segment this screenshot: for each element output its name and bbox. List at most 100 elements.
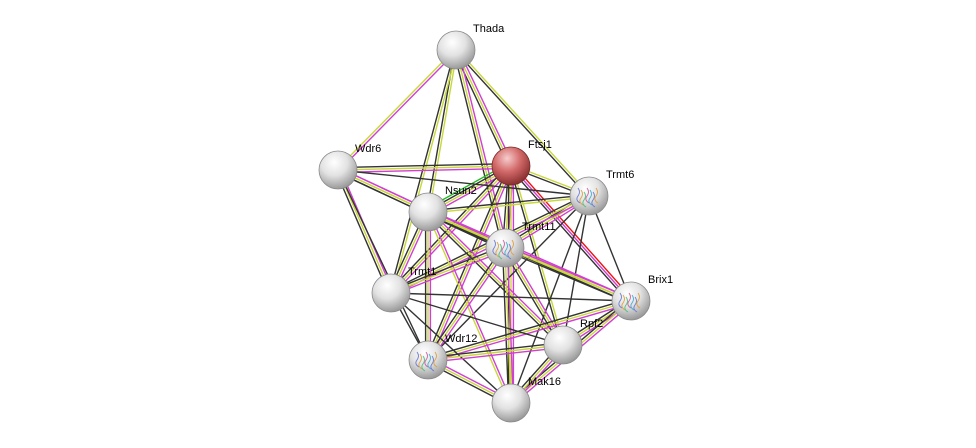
node-thada[interactable]: Thada [436,23,505,70]
edge-line-experiments [429,209,566,344]
edge-line-experiments [506,247,515,403]
protein-structure-icon [415,351,438,372]
edge-line-experiments [391,249,507,296]
node-wdr6[interactable]: Wdr6 [318,143,381,190]
edge-line-coexpression [335,170,390,295]
edge-brix1-trmt1[interactable] [390,292,632,302]
node-label: Trmt11 [522,221,556,233]
node-sphere [569,176,609,216]
edge-line-textmining [426,212,511,404]
edge-line-coexpression [427,194,589,212]
node-label: Brix1 [648,274,673,286]
edge-line-coexpression [510,195,590,404]
node-trmt11[interactable]: Trmt11 [485,221,556,268]
node-label: Wdr12 [445,333,477,345]
edge-line-coexpression [425,246,504,360]
node-sphere [485,228,525,268]
edge-line-experiments [428,346,564,364]
edge-line-experiments [392,167,514,296]
edge-nsun2-mak16[interactable] [426,211,513,404]
edge-trmt6-nsun2[interactable] [427,194,590,214]
edge-brix1-wdr12[interactable] [427,298,632,363]
node-label: Thada [473,23,505,35]
edge-line-coexpression [509,166,563,346]
node-sphere [491,383,531,423]
node-trmt6[interactable]: Trmt6 [569,169,634,216]
edge-nsun2-wdr12[interactable] [424,212,432,360]
node-ftsj1[interactable]: Ftsj1 [491,139,552,186]
node-sphere [543,325,583,365]
protein-structure-icon [576,187,599,208]
node-brix1[interactable]: Brix1 [611,274,673,321]
node-label: Rpf2 [580,318,603,330]
edge-line-coexpression [389,245,505,292]
edge-line-experiments [505,245,633,300]
node-label: Mak16 [528,376,561,388]
edge-line-textmining [428,50,458,213]
edge-line-textmining [427,300,632,361]
edge-trmt11-brix1[interactable] [503,245,633,304]
node-sphere [318,150,358,190]
edge-trmt1-rpf2[interactable] [390,292,564,346]
edge-line-experiments [428,211,513,403]
edge-thada-trmt6[interactable] [454,48,591,198]
protein-structure-icon [618,292,641,313]
edge-line-textmining [456,48,591,196]
edge-line-textmining [455,49,506,249]
node-wdr12[interactable]: Wdr12 [408,333,477,380]
edge-line-coexpression [454,50,589,198]
edge-line-textmining [455,49,512,167]
edge-line-experiments [338,50,458,172]
edge-wdr6-wdr12[interactable] [337,169,429,361]
edge-line-coexpression [390,292,512,404]
edge-line-coexpression [390,292,632,302]
node-label: Trmt6 [606,169,634,181]
edge-line-textmining [427,247,506,361]
edge-trmt6-mak16[interactable] [510,195,590,404]
protein-structure-icon [492,239,515,260]
edge-line-coexpression [503,249,631,304]
edge-line-textmining [511,165,565,345]
edge-line-experiments [457,49,509,248]
edge-line-textmining [427,344,564,361]
edge-line-coexpression [390,292,564,346]
node-sphere [611,281,651,321]
node-label: Trmt1 [408,266,436,278]
edge-line-coexpression [389,49,456,293]
edge-trmt11-trmt1[interactable] [389,245,507,296]
edge-thada-trmt1[interactable] [389,49,458,294]
edge-thada-wdr6[interactable] [336,48,458,172]
edge-ftsj1-rpf2[interactable] [509,165,565,346]
node-label: Nsun2 [445,185,477,197]
edge-line-coexpression [337,169,429,361]
edge-trmt1-mak16[interactable] [390,292,512,404]
edge-line-experiments [338,167,512,174]
node-sphere [371,273,411,313]
edge-line-experiments [457,48,514,166]
edge-line-textmining [427,211,564,346]
edge-line-coexpression [425,213,562,348]
edge-wdr6-trmt6[interactable] [337,169,590,197]
edge-line-textmining [337,165,512,171]
node-mak16[interactable]: Mak16 [491,376,561,423]
edge-nsun2-rpf2[interactable] [425,209,566,348]
edge-line-fusion [512,163,634,300]
edge-line-textmining [390,247,506,294]
node-sphere [408,340,448,380]
node-nsun2[interactable]: Nsun2 [408,185,477,232]
node-sphere [408,192,448,232]
node-sphere [491,146,531,186]
edge-line-textmining [504,247,512,404]
edge-line-coexpression [337,162,511,169]
node-rpf2[interactable]: Rpf2 [543,318,603,365]
edge-rpf2-wdr12[interactable] [427,341,564,364]
edge-trmt11-wdr12[interactable] [425,246,508,362]
edge-trmt11-mak16[interactable] [501,247,515,404]
edge-line-textmining [337,169,392,294]
edge-ftsj1-wdr6[interactable] [337,162,512,174]
node-trmt1[interactable]: Trmt1 [371,266,436,313]
node-sphere [436,30,476,70]
edge-thada-trmt11[interactable] [452,49,509,249]
